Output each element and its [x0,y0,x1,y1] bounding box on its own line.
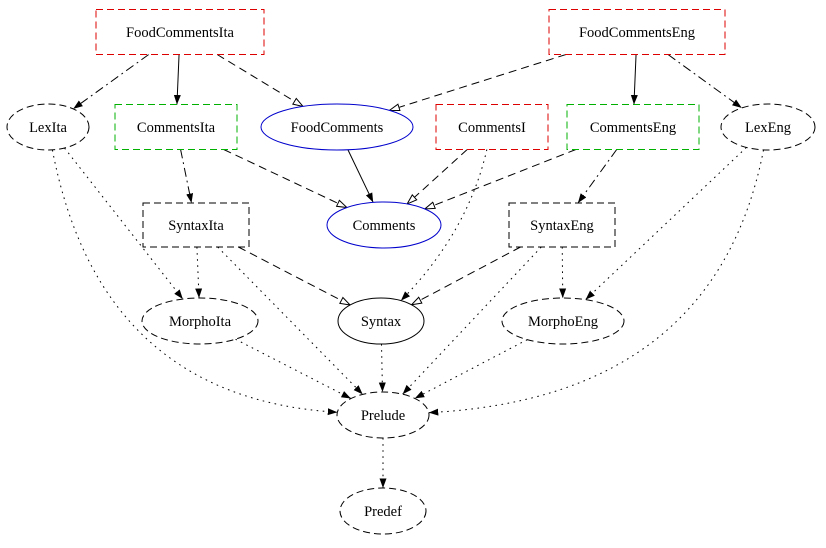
node-label: SyntaxEng [530,218,594,234]
node-label: SyntaxIta [168,218,224,234]
node-LexIta: LexIta [6,103,90,151]
node-SyntaxIta: SyntaxIta [142,202,250,248]
edge-FoodComments-Comments [347,149,374,203]
ellipse-outline [260,103,414,151]
node-CommentsIta: CommentsIta [114,104,238,150]
node-Syntax: Syntax [337,297,425,345]
ellipse-outline [339,487,427,535]
node-label: Comments [353,218,416,234]
edge-LexEng-Prelude [428,149,765,416]
edge-FoodCommentsEng-CommentsEng [630,54,638,105]
ellipse-outline [6,103,90,151]
ellipse-outline [141,297,259,345]
edge-SyntaxEng-MorphoEng [559,246,567,299]
node-CommentsEng: CommentsEng [566,104,700,150]
ellipse-outline [720,103,816,151]
edge-FoodCommentsIta-LexIta [72,54,150,110]
node-label: Predef [364,504,402,520]
node-SyntaxEng: SyntaxEng [508,202,616,248]
edge-SyntaxEng-Syntax [412,246,521,305]
node-label: LexEng [745,120,791,136]
edge-SyntaxIta-MorphoIta [195,246,203,299]
edge-CommentsIta-SyntaxIta [180,149,194,204]
node-MorphoIta: MorphoIta [141,297,259,345]
edge-SyntaxIta-Prelude [217,246,364,395]
node-label: MorphoIta [169,314,232,330]
node-label: Prelude [361,408,405,424]
edge-MorphoEng-Prelude [414,339,528,399]
ellipse-outline [336,391,430,439]
node-CommentsI: CommentsI [435,104,549,150]
rect-outline [566,104,700,150]
edge-FoodCommentsIta-FoodComments [216,54,303,107]
edge-FoodCommentsIta-CommentsIta [173,54,181,105]
rect-outline [95,9,265,55]
node-FoodComments: FoodComments [260,103,414,151]
edge-Syntax-Prelude [378,343,386,393]
rect-outline [548,9,726,55]
edge-FoodCommentsEng-FoodComments [390,54,567,111]
node-LexEng: LexEng [720,103,816,151]
edge-MorphoIta-Prelude [235,338,352,399]
node-label: CommentsIta [137,120,216,136]
edge-LexIta-Prelude [51,149,338,416]
rect-outline [435,104,549,150]
edge-CommentsI-Syntax [400,149,488,301]
node-label: FoodComments [291,120,384,136]
node-label: CommentsI [458,120,526,136]
ellipse-outline [337,297,425,345]
node-Comments: Comments [326,201,442,249]
node-label: CommentsEng [590,120,676,136]
node-MorphoEng: MorphoEng [501,297,625,345]
edge-LexIta-MorphoIta [64,147,184,300]
node-label: Syntax [361,314,402,330]
node-label: FoodCommentsEng [579,25,695,41]
edge-CommentsIta-Comments [223,149,347,208]
rect-outline [508,202,616,248]
node-FoodCommentsEng: FoodCommentsEng [548,9,726,55]
rect-outline [142,202,250,248]
edge-LexEng-MorphoEng [585,147,747,300]
node-label: MorphoEng [528,314,598,330]
ellipse-outline [501,297,625,345]
ellipse-outline [326,201,442,249]
edge-SyntaxIta-Syntax [238,246,350,305]
edge-CommentsEng-SyntaxEng [577,149,618,204]
node-Prelude: Prelude [336,391,430,439]
edge-FoodCommentsEng-LexEng [667,54,743,109]
node-label: FoodCommentsIta [126,25,235,41]
rect-outline [114,104,238,150]
node-Predef: Predef [339,487,427,535]
edge-CommentsI-Comments [407,149,468,204]
edges-layer [51,54,765,488]
edge-CommentsEng-Comments [425,149,577,209]
node-FoodCommentsIta: FoodCommentsIta [95,9,265,55]
node-label: LexIta [29,120,67,136]
